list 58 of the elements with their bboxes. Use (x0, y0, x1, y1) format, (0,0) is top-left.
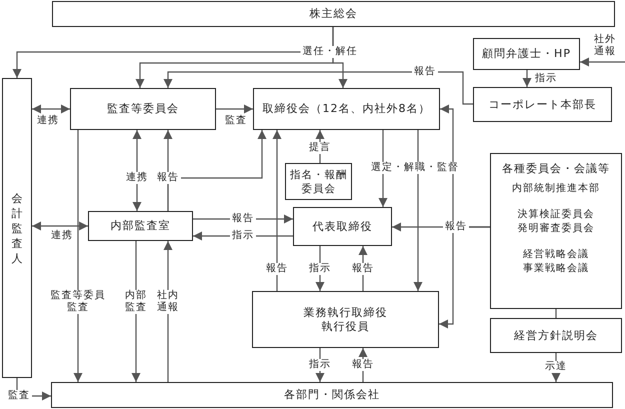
director-box (293, 207, 392, 246)
box-text: 取締役会（12名、内社外8名） (262, 102, 430, 116)
briefing-box (490, 318, 622, 353)
box-text: コーポレート本部長 (488, 98, 596, 112)
edge-label: 報告 (264, 263, 290, 275)
edge-label: 報告 (412, 66, 438, 78)
edge-label: 指示 (307, 359, 333, 371)
edge-label: 指示 (307, 263, 333, 275)
advisor-box (473, 38, 580, 70)
box-text: 内部監査室 (110, 219, 170, 233)
auditor-box (2, 78, 32, 378)
box-text: 発明審査委員会 (518, 222, 594, 236)
box-text: 各部門・関係会社 (284, 388, 380, 402)
box-text: 内部統制推進本部 (512, 182, 600, 196)
box-text: 決算検証委員会 (518, 208, 594, 222)
box-text: 代表取締役 (312, 220, 372, 234)
manager-box (473, 87, 612, 122)
edge-label: 監査 (6, 390, 32, 402)
edge-label: 連携 (35, 115, 61, 127)
arrow (414, 130, 422, 291)
edge-label: 指示 (533, 73, 559, 85)
box-text: 経営戦略会議 (523, 248, 589, 262)
edge-label: 連携 (49, 230, 75, 242)
arrow (32, 222, 88, 230)
department-box (51, 382, 613, 408)
executive-box (252, 291, 439, 348)
box-text: 事業戦略会議 (523, 262, 589, 276)
committee-box (70, 88, 216, 130)
arrow (164, 71, 473, 105)
box-text: 監査等委員会 (107, 102, 179, 116)
edge-label: 選任・解任 (300, 46, 360, 58)
box-text: 業務執行取締役 (304, 306, 388, 320)
arrow (216, 104, 253, 114)
meeting-box (52, 1, 615, 27)
box-text: 株主総会 (310, 7, 358, 21)
arrow (580, 58, 625, 66)
edge-label: 報告 (350, 263, 376, 275)
box-text: 執行役員 (322, 320, 370, 334)
heading: 各種委員会・会議等 (502, 162, 610, 176)
box-text: 指名・報酬委員会 (288, 168, 348, 196)
committee-list-box (490, 153, 622, 309)
edge-label: 報告 (443, 221, 469, 233)
office-box (88, 211, 193, 241)
edge-label: 提言 (307, 142, 333, 154)
edge-label: 報告 (230, 213, 256, 225)
edge-label: 連携 (124, 172, 150, 184)
arrow (272, 130, 282, 291)
arrow (167, 130, 266, 211)
arrow (32, 104, 70, 114)
edge-label: 報告 (350, 359, 376, 371)
box-text: 経営方針説明会 (514, 328, 598, 342)
box-text: 会計監査人 (11, 190, 23, 266)
arrow (522, 70, 532, 87)
box-text: 顧問弁護士・HP (482, 47, 571, 61)
board-box (253, 88, 440, 130)
arrow (74, 130, 82, 382)
edge-label: 指示 (230, 230, 256, 242)
edge-label: 報告 (155, 172, 181, 184)
